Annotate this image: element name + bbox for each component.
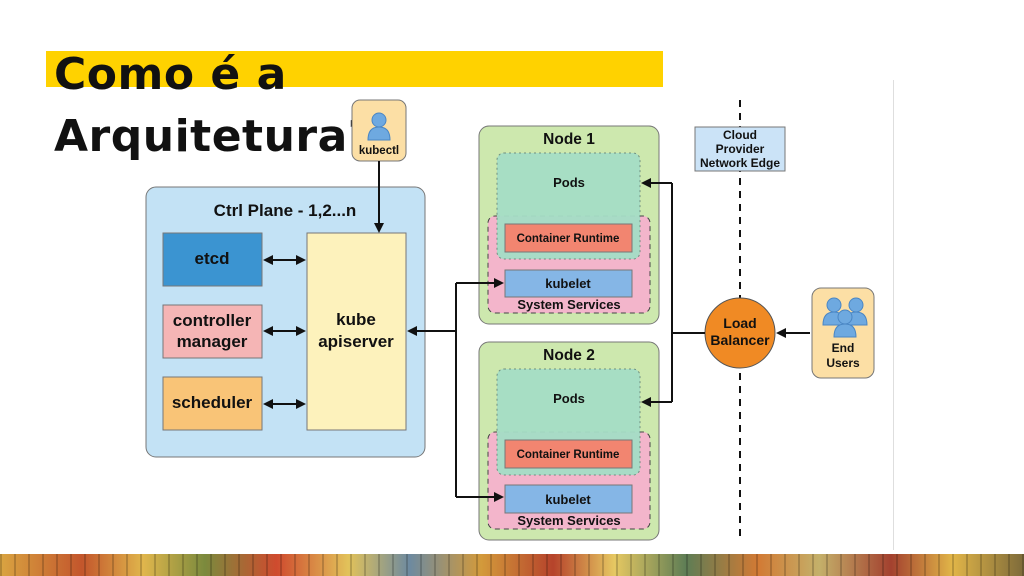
end-users-label-2: Users bbox=[826, 356, 860, 370]
slide-title-line-2: Arquitetura? bbox=[54, 111, 374, 162]
scheduler-box bbox=[162, 376, 263, 431]
node-2: Node 2 Pods Container Runtime kubelet Sy… bbox=[478, 341, 660, 541]
end-users-label-1: End bbox=[832, 341, 855, 355]
controller-manager-label-1: controller bbox=[173, 311, 252, 330]
slide-title-line-1: Como é a bbox=[54, 49, 287, 100]
node-2-container-runtime bbox=[504, 439, 633, 469]
kubectl-label: kubectl bbox=[359, 145, 399, 157]
kubectl-badge: kubectl bbox=[351, 99, 407, 162]
cloud-provider-box bbox=[694, 126, 786, 172]
load-balancer: Load Balancer bbox=[704, 297, 776, 369]
load-balancer-label-1: Load bbox=[723, 315, 756, 331]
node-1-container-runtime-label: Container Runtime bbox=[517, 233, 620, 245]
node-2-pods-label: Pods bbox=[553, 391, 585, 406]
decorative-container-photo-strip bbox=[0, 554, 1024, 576]
control-plane: Ctrl Plane - 1,2...n etcd controller man… bbox=[145, 186, 426, 458]
node-2-title: Node 2 bbox=[543, 347, 595, 364]
controller-manager-label-2: manager bbox=[177, 332, 248, 351]
node-1-system-services-label: System Services bbox=[517, 297, 620, 312]
node-1-container-runtime bbox=[504, 223, 633, 253]
node-1-pods-label: Pods bbox=[553, 175, 585, 190]
end-users-badge: End Users bbox=[811, 287, 875, 379]
control-plane-title: Ctrl Plane - 1,2...n bbox=[214, 201, 357, 220]
node-2-kubelet-label: kubelet bbox=[545, 492, 591, 507]
node-2-container-runtime-label: Container Runtime bbox=[517, 449, 620, 461]
node-1-kubelet bbox=[504, 269, 633, 298]
title-highlight-bar bbox=[46, 51, 663, 87]
etcd-box bbox=[162, 232, 263, 287]
cloud-provider-edge: Cloud Provider Network Edge bbox=[694, 100, 786, 540]
node-2-system-services-label: System Services bbox=[517, 513, 620, 528]
scheduler-label: scheduler bbox=[172, 393, 253, 412]
cloud-label-2: Provider bbox=[716, 142, 765, 156]
node-1-title: Node 1 bbox=[543, 131, 595, 148]
apiserver-box bbox=[306, 232, 407, 431]
slide-title: Como é a Arquitetura? bbox=[54, 44, 374, 168]
node-1-kubelet-label: kubelet bbox=[545, 276, 591, 291]
node-2-kubelet bbox=[504, 484, 633, 514]
node-1: Node 1 Pods Container Runtime kubelet Sy… bbox=[478, 125, 660, 325]
cloud-label-1: Cloud bbox=[723, 128, 757, 142]
connectors bbox=[263, 161, 810, 502]
apiserver-label-1: kube bbox=[336, 310, 376, 329]
divider-line bbox=[893, 80, 894, 550]
load-balancer-label-2: Balancer bbox=[710, 332, 770, 348]
apiserver-label-2: apiserver bbox=[318, 332, 394, 351]
cloud-label-3: Network Edge bbox=[700, 156, 780, 170]
controller-manager-box bbox=[162, 304, 263, 359]
etcd-label: etcd bbox=[195, 249, 230, 268]
